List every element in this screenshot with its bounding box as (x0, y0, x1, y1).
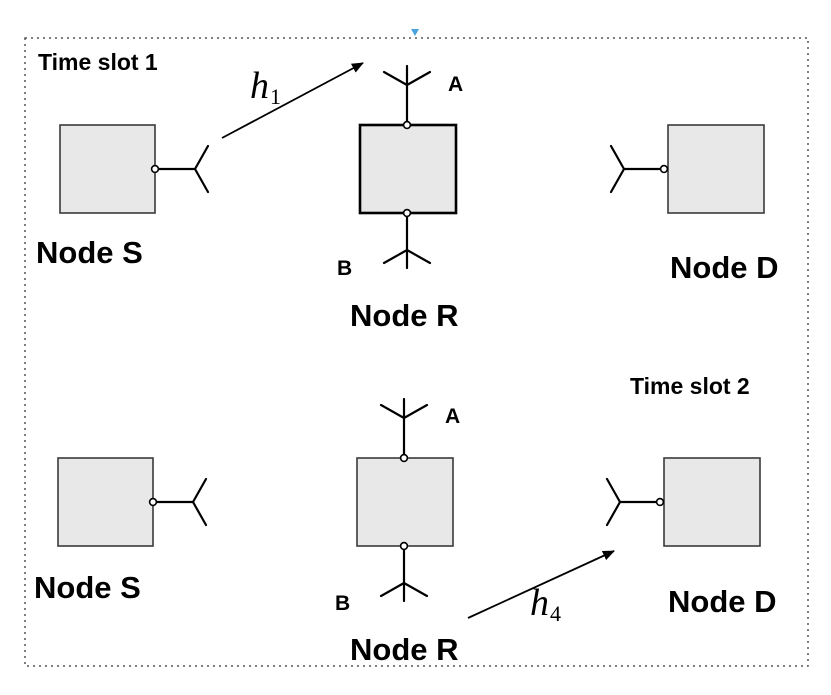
antenna-icon (605, 477, 662, 527)
node-s-slot-1: Node S (36, 124, 210, 270)
node-d-label: Node D (668, 584, 777, 619)
channel-h4-label: h4 (530, 582, 561, 626)
antenna-a-label: A (448, 73, 463, 96)
port-icon (402, 120, 412, 130)
port-icon (399, 453, 409, 463)
channel-h4-arrow (467, 550, 615, 619)
antenna-b-icon (379, 544, 429, 603)
diagram-frame (24, 37, 809, 667)
time-slot-1-label: Time slot 1 (38, 49, 158, 75)
node-r-label: Node R (350, 298, 459, 333)
port-icon (402, 208, 412, 218)
antenna-a-label: A (445, 405, 460, 428)
node-s-box (59, 124, 156, 214)
antenna-icon (153, 144, 210, 194)
antenna-a-icon (379, 397, 429, 460)
port-icon (659, 164, 669, 174)
antenna-icon (151, 477, 208, 527)
port-icon (150, 164, 160, 174)
antenna-b-icon (382, 211, 432, 270)
channel-h1-label: h1 (250, 65, 281, 109)
node-s-label: Node S (36, 235, 143, 270)
port-icon (148, 497, 158, 507)
antenna-icon (609, 144, 666, 194)
node-d-label: Node D (670, 250, 779, 285)
node-s-label: Node S (34, 570, 141, 605)
antenna-b-label: B (335, 592, 350, 615)
node-d-box (667, 124, 765, 214)
node-s-box (57, 457, 154, 547)
node-d-slot-1: Node D (609, 124, 779, 285)
node-r-slot-2: A B Node R (335, 397, 460, 667)
node-r-box (356, 457, 454, 547)
time-slot-1: Time slot 1 Node S h1 A B Node R (36, 49, 779, 333)
node-s-slot-2: Node S (34, 457, 208, 605)
time-slot-2: Time slot 2 Node S A B Node R h4 (34, 373, 777, 667)
node-d-slot-2: Node D (605, 457, 777, 619)
top-marker-icon (411, 29, 419, 36)
channel-h1-arrow (221, 62, 364, 139)
node-r-slot-1: A B Node R (337, 64, 463, 333)
node-d-box (663, 457, 761, 547)
time-slot-2-label: Time slot 2 (630, 373, 750, 399)
node-r-label: Node R (350, 632, 459, 667)
port-icon (655, 497, 665, 507)
antenna-b-label: B (337, 257, 352, 280)
antenna-a-icon (382, 64, 432, 127)
port-icon (399, 541, 409, 551)
node-r-box (358, 123, 458, 215)
